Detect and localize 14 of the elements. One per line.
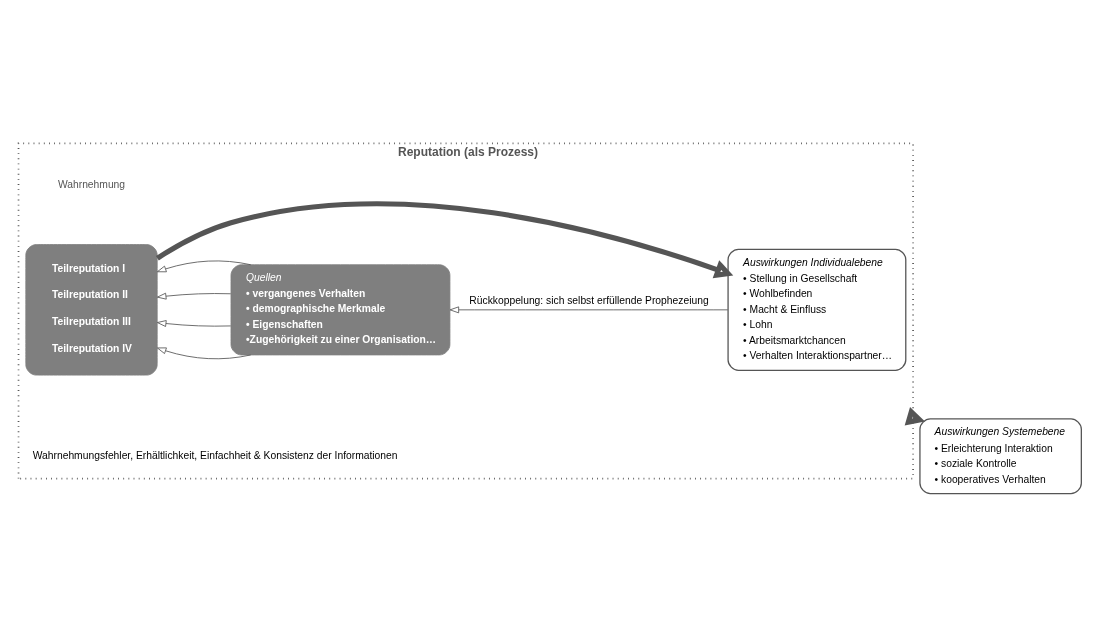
arrow [156,201,734,279]
arrow [449,306,729,314]
arrow [904,407,926,426]
node-box: Auswirkungen Systemebene • Erleichterung Interaktion • soziale Kontrolle • kooperatives Verhalten [919,418,1082,495]
arrow [156,260,252,273]
label: Wahrnehmung [57,179,126,191]
arrow [156,292,232,300]
node-box: Quellen • vergangenes Verhalten • demographische Merkmale • Eigenschaften •Zugehörigkeit zu einer Organisation… [230,264,451,356]
arrow [156,347,252,360]
arrow [156,320,232,327]
node-box: Teilreputation I Teilreputation II Teilreputation III Teilreputation IV [25,244,158,376]
label: Wahrnehmungsfehler, Erhältlichkeit, Einfachheit & Konsistenz der Informationen [32,449,398,461]
edge-label: Rückkoppelung: sich selbst erfüllende Prophezeiung [469,295,709,307]
node-box: Auswirkungen Individualebene • Stellung in Gesellschaft • Wohlbefinden • Macht & Einfluss • Lohn • Arbeitsmarktchancen • Verhalten Interaktionspartner… [727,248,907,371]
